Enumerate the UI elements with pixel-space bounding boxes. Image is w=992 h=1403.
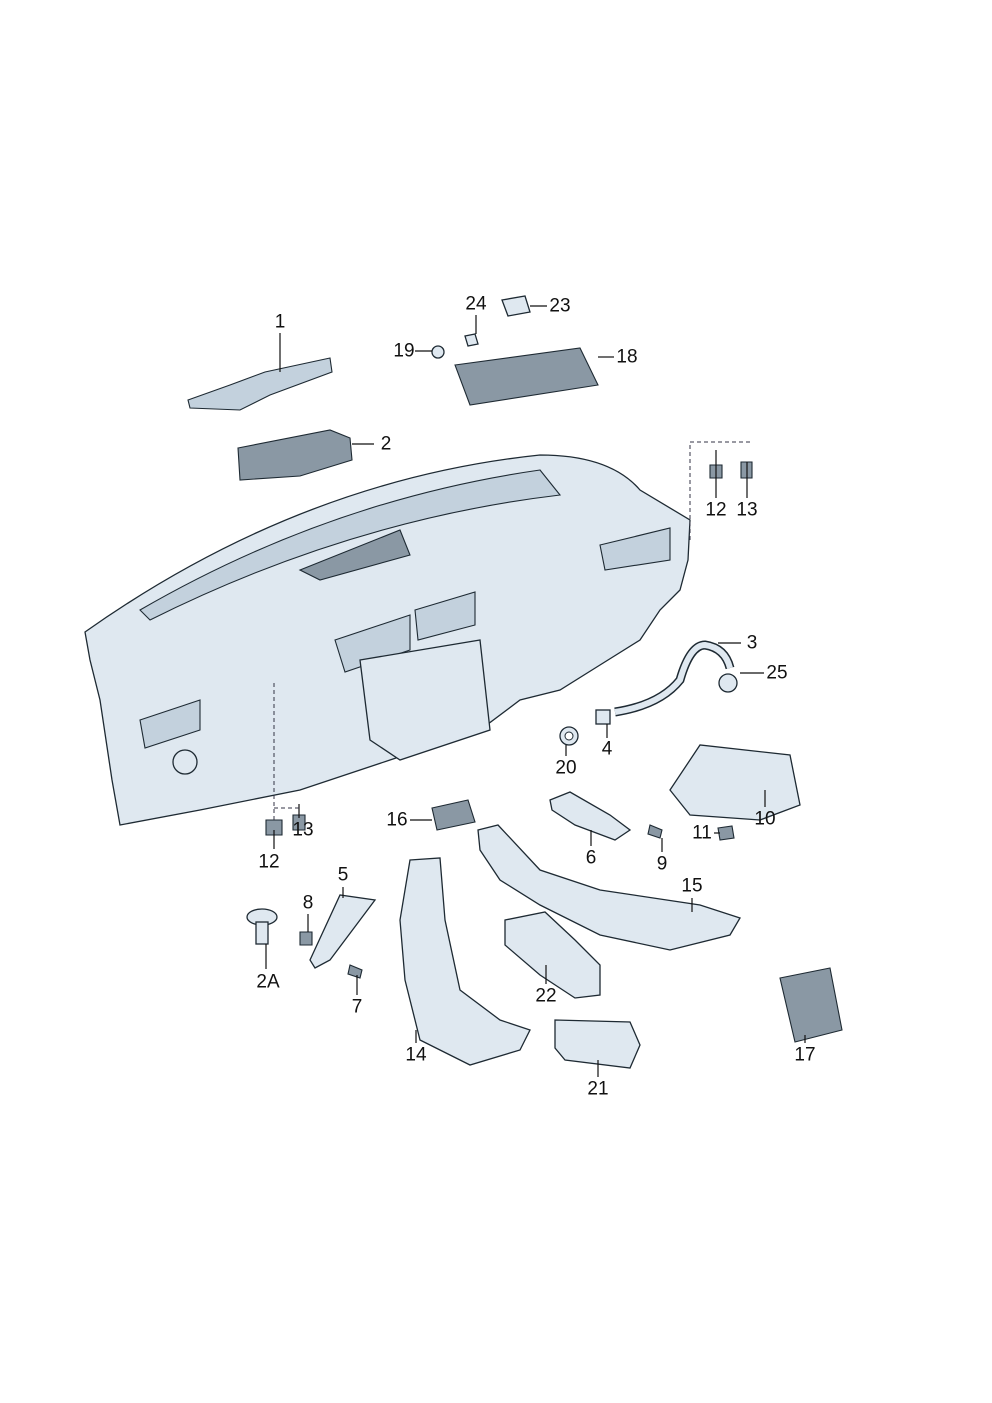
callout-11: 11 [692,822,712,844]
callout-16: 16 [386,809,408,831]
callout-3: 3 [746,632,758,654]
part-12-clip-lower [265,819,283,836]
callout-5: 5 [337,864,349,886]
part-18-grille [454,347,599,406]
callout-6: 6 [585,847,597,869]
callout-25: 25 [766,662,788,684]
part-24 [464,333,479,347]
callout-13-lower: 13 [292,819,314,841]
part-15-duct [477,824,741,951]
part-23 [501,295,531,317]
part-1-vent [187,357,333,411]
callout-12-lower: 12 [258,851,280,873]
callout-13-top: 13 [736,499,758,521]
callout-15: 15 [681,875,703,897]
dashboard-panel [84,454,691,826]
part-22-duct [504,911,601,999]
callout-2: 2 [380,433,392,455]
part-16 [431,799,476,831]
part-13-clip-lower [292,814,306,831]
callout-20: 20 [555,757,577,779]
callout-9: 9 [656,853,668,875]
callout-23: 23 [549,295,571,317]
callout-19: 19 [393,340,415,362]
part-14-duct [399,857,531,1066]
callout-21: 21 [587,1078,609,1100]
part-3-hose [614,640,735,717]
part-11-clip [717,825,735,841]
part-9-screw [647,824,663,839]
part-5-bracket [309,894,377,969]
leader-lines [265,305,806,1077]
callout-12-top: 12 [705,499,727,521]
part-25 [718,673,738,693]
part-7-screw [347,964,363,979]
part-6-bracket [549,791,632,841]
part-2-vent [237,429,353,481]
callout-1: 1 [274,311,286,333]
callout-4: 4 [601,738,613,760]
part-21-duct [554,1019,641,1069]
callout-24: 24 [465,293,487,315]
callout-14: 14 [405,1044,427,1066]
part-19 [431,345,445,359]
callout-10: 10 [754,808,776,830]
callout-18: 18 [616,346,638,368]
callout-22: 22 [535,985,557,1007]
callout-8: 8 [302,892,314,914]
callout-17: 17 [794,1044,816,1066]
part-8-nut [299,931,313,946]
callout-7: 7 [351,996,363,1018]
callout-2a: 2A [256,971,280,993]
part-10-cover [669,744,801,821]
part-17-grille [779,967,843,1043]
part-4 [595,709,611,725]
